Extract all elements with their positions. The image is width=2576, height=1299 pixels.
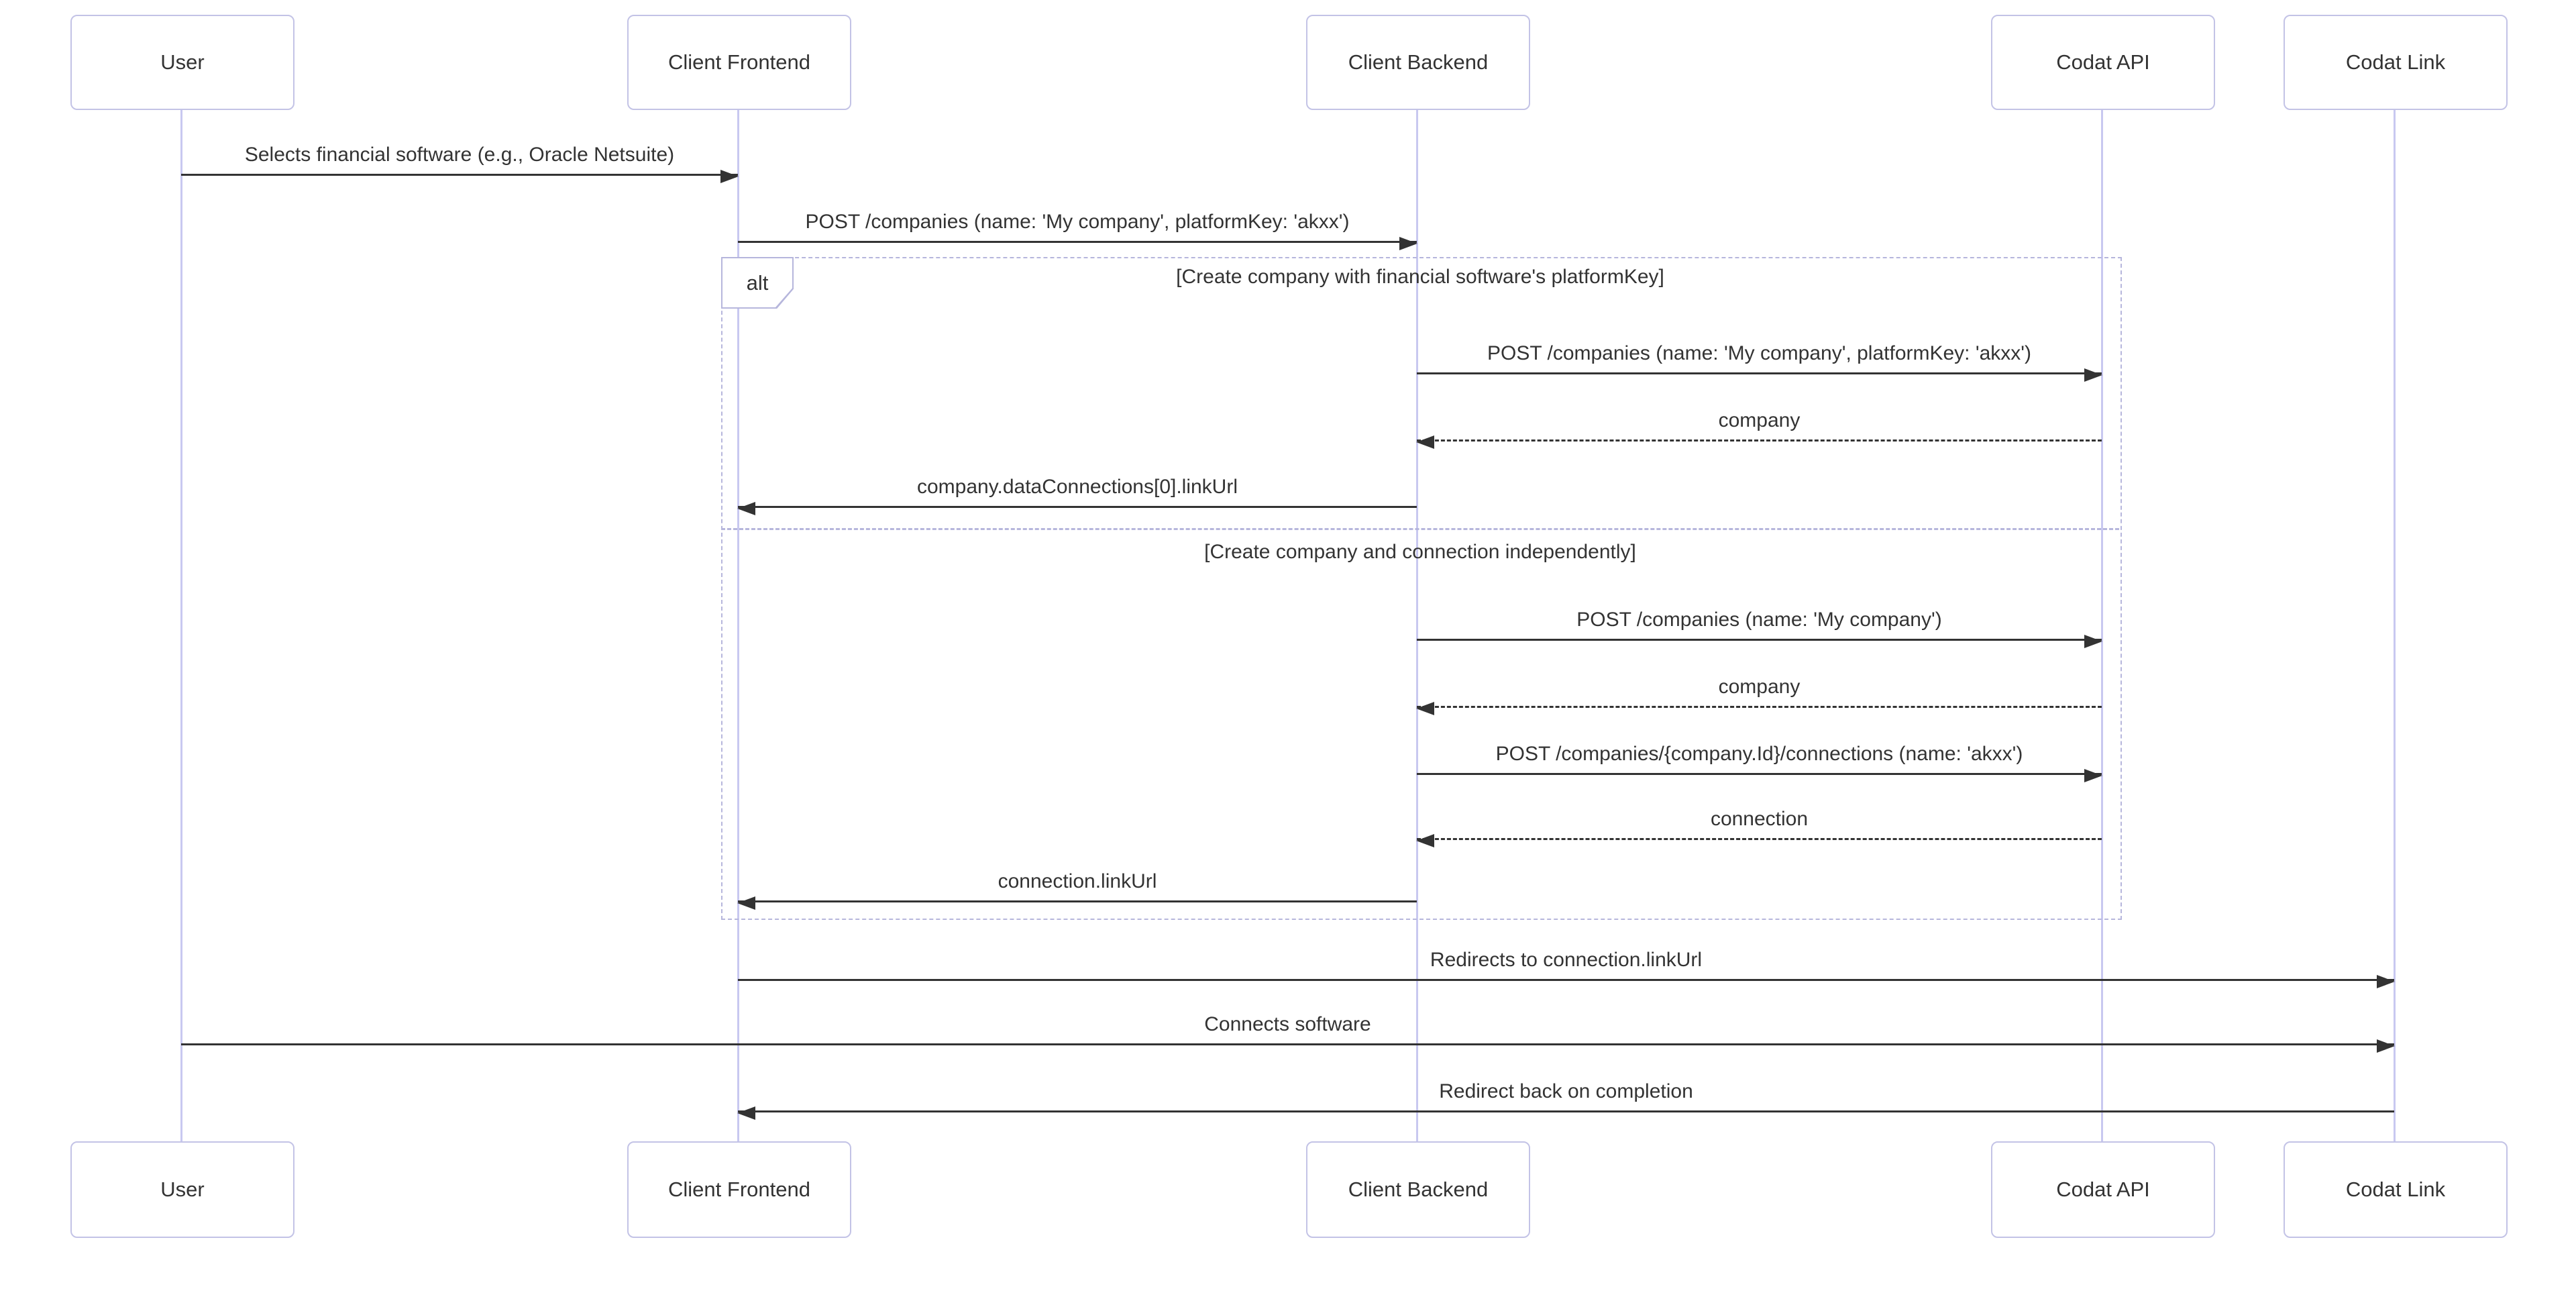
- alt-section-2-label: [Create company and connection independe…: [1204, 541, 1636, 563]
- lifeline-client-backend: [1416, 107, 1418, 1142]
- lifeline-client-frontend: [737, 107, 739, 1142]
- arrowhead-right-icon: [2084, 368, 2102, 382]
- message-post-connections: POST /companies/{company.Id}/connections…: [1417, 736, 2102, 782]
- message-line: [738, 979, 2394, 981]
- actor-label: User: [160, 1178, 205, 1201]
- arrowhead-right-icon: [1399, 237, 1417, 250]
- message-label: Redirects to connection.linkUrl: [1430, 949, 1703, 971]
- actor-box-client-frontend-bottom: Client Frontend: [627, 1141, 851, 1238]
- arrowhead-left-icon: [1416, 834, 1434, 847]
- message-line: [1417, 372, 2102, 374]
- message-line: [738, 1110, 2394, 1112]
- actor-box-codat-api-bottom: Codat API: [1991, 1141, 2215, 1238]
- arrowhead-right-icon: [2084, 769, 2102, 782]
- alt-operator-label: alt: [721, 257, 794, 309]
- actor-box-client-frontend-top: Client Frontend: [627, 15, 851, 110]
- message-connects-software: Connects software: [181, 1006, 2395, 1053]
- actor-label: Codat API: [2056, 50, 2150, 74]
- arrowhead-left-icon: [737, 896, 755, 910]
- message-post-companies: POST /companies (name: 'My company'): [1417, 602, 2102, 648]
- message-line: [738, 241, 1417, 243]
- lifeline-user: [180, 107, 182, 1142]
- arrowhead-left-icon: [1416, 702, 1434, 715]
- message-connection-linkurl: connection.linkUrl: [737, 864, 1417, 910]
- actor-box-user-bottom: User: [70, 1141, 294, 1238]
- alt-section-1-label: [Create company with financial software'…: [1176, 266, 1664, 288]
- alt-operator-text: alt: [722, 258, 792, 307]
- message-redirects-linkurl: Redirects to connection.linkUrl: [738, 942, 2395, 988]
- arrowhead-left-icon: [737, 502, 755, 515]
- message-label: Selects financial software (e.g., Oracle…: [244, 144, 675, 166]
- message-line: [181, 174, 738, 176]
- lifeline-codat-link: [2394, 107, 2396, 1142]
- arrowhead-left-icon: [1416, 435, 1434, 449]
- arrowhead-left-icon: [737, 1106, 755, 1120]
- actor-label: Client Backend: [1348, 1178, 1489, 1201]
- actor-label: Client Frontend: [668, 50, 810, 74]
- actor-label: User: [160, 50, 205, 74]
- arrowhead-right-icon: [2084, 635, 2102, 648]
- alt-divider: [721, 528, 2119, 530]
- message-label: Redirect back on completion: [1439, 1080, 1693, 1102]
- message-selects-software: Selects financial software (e.g., Oracle…: [181, 137, 739, 183]
- actor-box-user-top: User: [70, 15, 294, 110]
- lifeline-codat-api: [2101, 107, 2103, 1142]
- message-line: [1417, 639, 2102, 641]
- message-post-companies-platformkey: POST /companies (name: 'My company', pla…: [738, 204, 1417, 250]
- message-company-response-2: company: [1416, 669, 2102, 715]
- actor-box-client-backend-top: Client Backend: [1306, 15, 1530, 110]
- message-label: POST /companies/{company.Id}/connections…: [1495, 743, 2023, 765]
- actor-box-codat-link-top: Codat Link: [2284, 15, 2508, 110]
- message-line: [738, 506, 1417, 508]
- actor-label: Codat Link: [2345, 50, 2446, 74]
- message-label: POST /companies (name: 'My company'): [1576, 609, 1942, 631]
- actor-label: Client Backend: [1348, 50, 1489, 74]
- message-label: company.dataConnections[0].linkUrl: [916, 476, 1238, 498]
- message-label: POST /companies (name: 'My company', pla…: [1487, 342, 2031, 364]
- actor-box-codat-link-bottom: Codat Link: [2284, 1141, 2508, 1238]
- message-dataconnections-linkurl: company.dataConnections[0].linkUrl: [737, 469, 1417, 515]
- actor-label: Codat Link: [2345, 1178, 2446, 1201]
- message-redirect-back: Redirect back on completion: [737, 1074, 2394, 1120]
- alt-frame: [721, 257, 2122, 920]
- message-label: connection.linkUrl: [998, 870, 1157, 892]
- message-label: company: [1718, 676, 1801, 698]
- message-label: Connects software: [1204, 1013, 1371, 1035]
- actor-box-codat-api-top: Codat API: [1991, 15, 2215, 110]
- arrowhead-right-icon: [2377, 975, 2395, 988]
- actor-label: Codat API: [2056, 1178, 2150, 1201]
- message-line: [738, 900, 1417, 902]
- message-line: [1417, 773, 2102, 775]
- actor-label: Client Frontend: [668, 1178, 810, 1201]
- message-line: [1417, 706, 2102, 708]
- message-company-response-1: company: [1416, 403, 2102, 449]
- message-label: POST /companies (name: 'My company', pla…: [805, 211, 1350, 233]
- message-connection-response: connection: [1416, 801, 2102, 847]
- message-label: company: [1718, 409, 1801, 431]
- message-line: [1417, 838, 2102, 840]
- arrowhead-right-icon: [720, 170, 739, 183]
- actor-box-client-backend-bottom: Client Backend: [1306, 1141, 1530, 1238]
- message-line: [1417, 439, 2102, 441]
- message-line: [181, 1043, 2394, 1045]
- message-post-companies-platformkey-codat: POST /companies (name: 'My company', pla…: [1417, 335, 2102, 382]
- message-label: connection: [1710, 808, 1809, 830]
- arrowhead-right-icon: [2377, 1039, 2395, 1053]
